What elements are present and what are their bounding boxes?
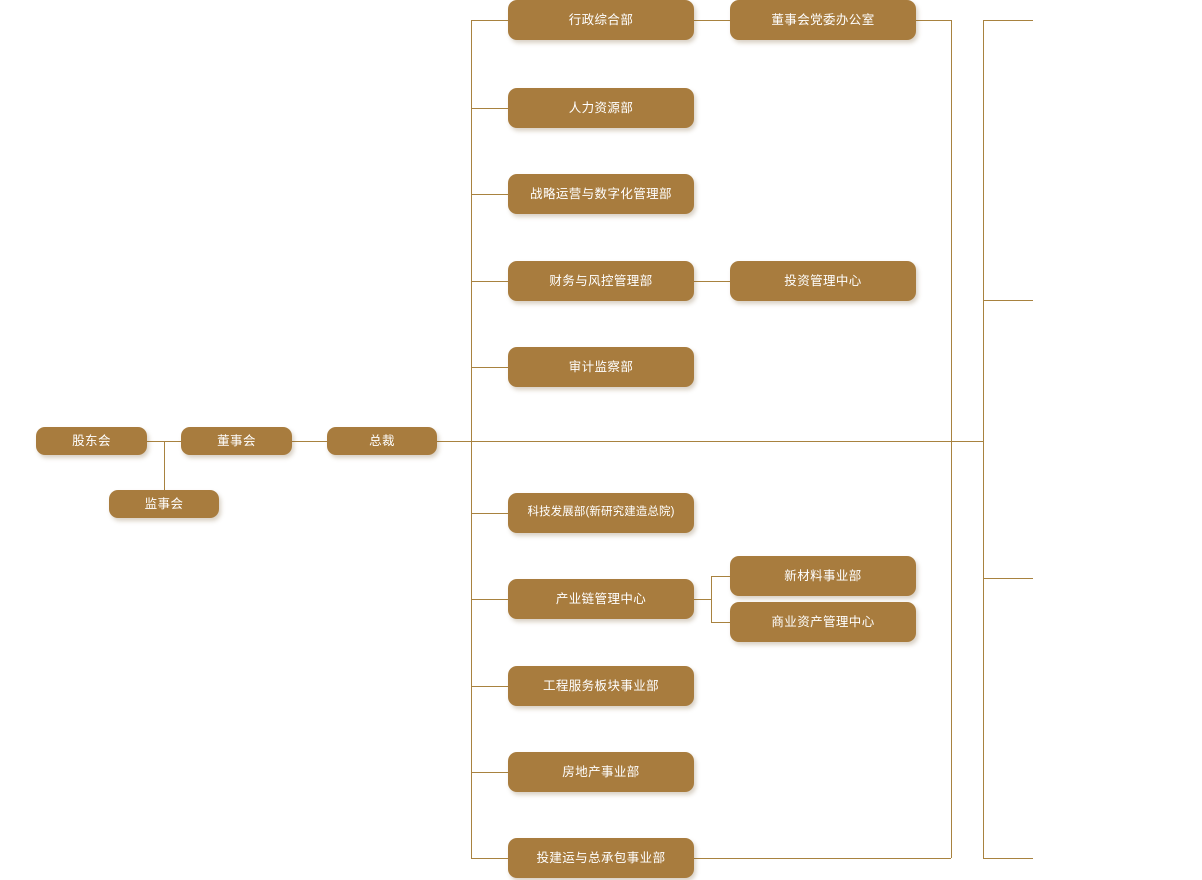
stub-industry-chain-center bbox=[471, 599, 508, 600]
right-inner-rail bbox=[951, 20, 952, 858]
right-outer-rail-stub-2 bbox=[983, 300, 1033, 301]
node-label: 审计监察部 bbox=[568, 359, 634, 374]
node-label: 财务与风控管理部 bbox=[549, 273, 653, 288]
stub-real-estate-div bbox=[471, 772, 508, 773]
node-label: 战略运营与数字化管理部 bbox=[530, 186, 672, 201]
node-label: 产业链管理中心 bbox=[555, 591, 647, 606]
node-investment-mgmt-center[interactable]: 投资管理中心 bbox=[730, 261, 916, 301]
node-human-resources-dept[interactable]: 人力资源部 bbox=[508, 88, 694, 128]
node-label: 监事会 bbox=[144, 496, 184, 511]
node-board-of-directors[interactable]: 董事会 bbox=[181, 427, 292, 455]
connector-admin-to-party-office bbox=[694, 20, 730, 21]
connector-board-to-president bbox=[292, 441, 327, 442]
connector-industry-chain-stem bbox=[694, 599, 711, 600]
node-label: 投建运与总承包事业部 bbox=[536, 850, 666, 865]
node-audit-supervision-dept[interactable]: 审计监察部 bbox=[508, 347, 694, 387]
stub-engineering-services-div bbox=[471, 686, 508, 687]
right-outer-rail-stub-3 bbox=[983, 578, 1033, 579]
node-supervisory-board[interactable]: 监事会 bbox=[109, 490, 219, 518]
node-label: 董事会党委办公室 bbox=[771, 12, 875, 27]
node-admin-general-dept[interactable]: 行政综合部 bbox=[508, 0, 694, 40]
stub-finance-dept bbox=[471, 281, 508, 282]
node-real-estate-division[interactable]: 房地产事业部 bbox=[508, 752, 694, 792]
connector-to-commercial-asset-center bbox=[711, 622, 730, 623]
stub-hr-dept bbox=[471, 108, 508, 109]
stub-audit-dept bbox=[471, 367, 508, 368]
node-commercial-asset-mgmt-center[interactable]: 商业资产管理中心 bbox=[730, 602, 916, 642]
node-label: 股东会 bbox=[72, 433, 111, 448]
right-outer-rail-stub-1 bbox=[983, 20, 1033, 21]
center-department-bus bbox=[471, 20, 472, 858]
node-finance-risk-mgmt-dept[interactable]: 财务与风控管理部 bbox=[508, 261, 694, 301]
node-label: 董事会 bbox=[217, 433, 256, 448]
node-industry-chain-mgmt-center[interactable]: 产业链管理中心 bbox=[508, 579, 694, 619]
connector-president-to-main-bus bbox=[437, 441, 984, 442]
node-shareholders-meeting[interactable]: 股东会 bbox=[36, 427, 147, 455]
connector-board-to-supervisory bbox=[164, 441, 165, 490]
connector-to-new-materials-div bbox=[711, 576, 730, 577]
node-new-materials-division[interactable]: 新材料事业部 bbox=[730, 556, 916, 596]
node-label: 新材料事业部 bbox=[784, 568, 862, 583]
connector-industry-chain-split-bar bbox=[711, 576, 712, 622]
node-label: 商业资产管理中心 bbox=[771, 614, 875, 629]
stub-strategy-dept bbox=[471, 194, 508, 195]
stub-tech-dev-dept bbox=[471, 513, 508, 514]
node-label: 科技发展部(新研究建造总院) bbox=[527, 506, 675, 519]
node-board-party-committee-office[interactable]: 董事会党委办公室 bbox=[730, 0, 916, 40]
node-strategy-digital-mgmt-dept[interactable]: 战略运营与数字化管理部 bbox=[508, 174, 694, 214]
connector-finance-to-investment-center bbox=[694, 281, 730, 282]
node-label: 人力资源部 bbox=[568, 100, 634, 115]
node-engineering-services-division[interactable]: 工程服务板块事业部 bbox=[508, 666, 694, 706]
node-label: 投资管理中心 bbox=[784, 273, 862, 288]
right-outer-rail-stub-4 bbox=[983, 858, 1033, 859]
node-label: 行政综合部 bbox=[568, 12, 634, 27]
right-outer-rail bbox=[983, 20, 984, 858]
node-label: 房地产事业部 bbox=[562, 764, 640, 779]
right-inner-rail-bottom-stub bbox=[694, 858, 951, 859]
right-inner-rail-top-stub bbox=[916, 20, 951, 21]
node-investment-construction-epc-division[interactable]: 投建运与总承包事业部 bbox=[508, 838, 694, 878]
node-president[interactable]: 总裁 bbox=[327, 427, 437, 455]
node-technology-development-dept[interactable]: 科技发展部(新研究建造总院) bbox=[508, 493, 694, 533]
stub-investment-construction-div bbox=[471, 858, 508, 859]
stub-admin-dept bbox=[471, 20, 508, 21]
node-label: 总裁 bbox=[369, 433, 395, 448]
node-label: 工程服务板块事业部 bbox=[542, 678, 660, 693]
